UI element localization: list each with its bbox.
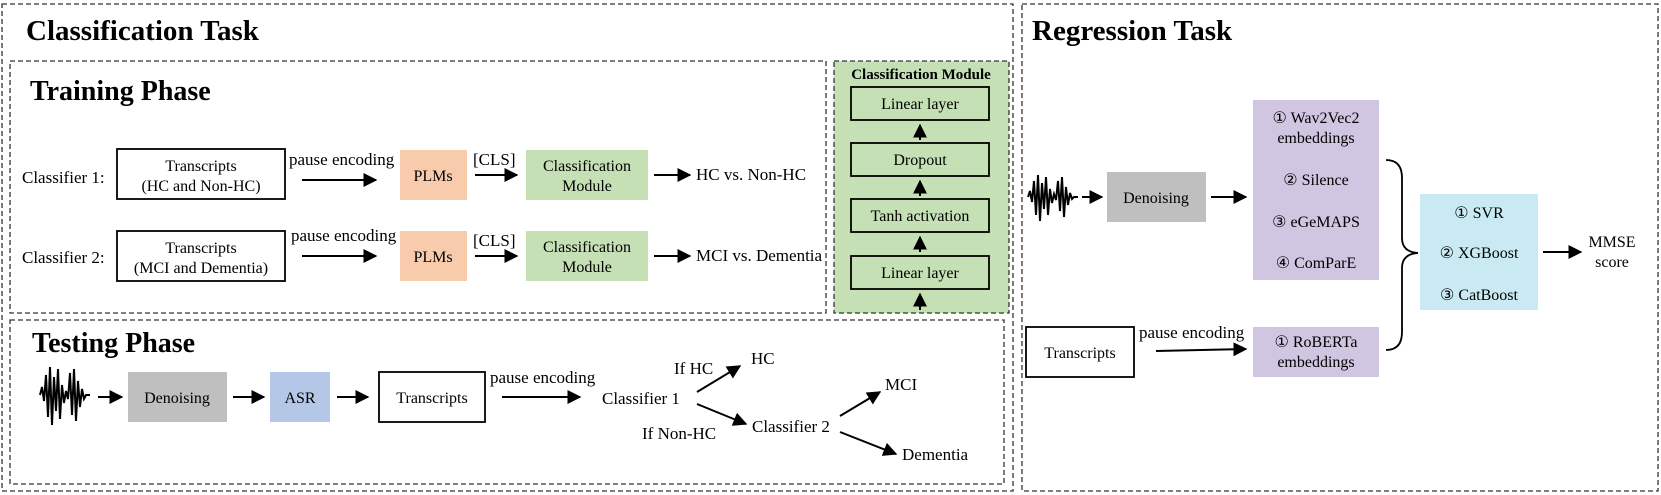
- transcripts-box-line-2: (HC and Non-HC): [141, 178, 260, 195]
- training-phase-title: Training Phase: [30, 76, 211, 107]
- dementia-node: Dementia: [902, 445, 969, 464]
- transcripts-label: Transcripts: [396, 390, 467, 407]
- training-row-classifier-1: Classifier 1: Transcripts (HC and Non-HC…: [22, 148, 806, 200]
- mci-node: MCI: [885, 375, 917, 394]
- classifier-1-label: Classifier 1:: [22, 168, 105, 187]
- transcripts-box-line-2: (MCI and Dementia): [134, 260, 268, 277]
- training-row-classifier-2: Classifier 2: Transcripts (MCI and Demen…: [22, 226, 823, 282]
- testing-phase-title: Testing Phase: [32, 328, 195, 359]
- pause-encoding-label: pause encoding: [490, 368, 596, 387]
- linear-layer-bottom: [850, 255, 990, 290]
- denoising-box: [128, 372, 227, 422]
- feature-wav2vec2: ① Wav2Vec2: [1273, 110, 1360, 127]
- classification-module-line-1: Classification: [543, 158, 631, 175]
- feature-silence: ② Silence: [1283, 172, 1348, 189]
- classification-module-panel-title: Classification Module: [851, 67, 991, 83]
- classifier-2-label: Classifier 2:: [22, 248, 105, 267]
- pause-encoding-label: pause encoding: [291, 226, 397, 245]
- classification-module-line-1: Classification: [543, 239, 631, 256]
- classifier-2-node: Classifier 2: [752, 417, 830, 436]
- if-hc-label: If HC: [674, 359, 713, 378]
- arrow: [696, 403, 748, 426]
- classification-module-line-2: Module: [562, 178, 612, 195]
- feature-compare: ④ ComParE: [1276, 255, 1357, 272]
- mmse-score-line-1: MMSE: [1588, 234, 1635, 251]
- transcripts-box: [1025, 326, 1135, 378]
- cls-token-label: [CLS]: [473, 231, 516, 250]
- denoising-box: [1107, 172, 1206, 222]
- tanh-activation-layer: [850, 198, 990, 233]
- hc-node: HC: [751, 349, 775, 368]
- roberta-embeddings-box: [1253, 327, 1379, 377]
- asr-box: [270, 372, 330, 422]
- arrow: [696, 365, 742, 393]
- transcripts-box-line-1: Transcripts: [165, 240, 236, 257]
- classification-task-title: Classification Task: [26, 15, 260, 47]
- arrow: [839, 391, 882, 417]
- roberta-label-line-2: embeddings: [1277, 354, 1354, 371]
- asr-label: ASR: [284, 390, 315, 407]
- denoising-label: Denoising: [144, 390, 210, 407]
- linear-layer-top-label: Linear layer: [881, 96, 959, 113]
- dropout-layer-label: Dropout: [893, 152, 947, 169]
- linear-layer-top: [850, 86, 990, 121]
- result-label: MCI vs. Dementia: [696, 246, 823, 265]
- model-catboost: ③ CatBoost: [1440, 287, 1518, 304]
- result-label: HC vs. Non-HC: [696, 165, 806, 184]
- regression-task-title: Regression Task: [1032, 15, 1233, 47]
- classification-module-line-2: Module: [562, 259, 612, 276]
- plms-box: [400, 150, 467, 200]
- transcripts-label: Transcripts: [1044, 345, 1115, 362]
- roberta-label-line-1: ① RoBERTa: [1275, 334, 1358, 351]
- transcripts-box: [378, 371, 486, 423]
- arrow: [1155, 342, 1248, 357]
- classification-module-panel: Classification Module Linear layer Dropo…: [833, 60, 1010, 314]
- waveform-icon: [1027, 174, 1078, 222]
- plms-label: PLMs: [413, 249, 452, 266]
- acoustic-features-box: [1253, 100, 1379, 280]
- model-svr: ① SVR: [1454, 205, 1504, 222]
- pause-encoding-label: pause encoding: [289, 150, 395, 169]
- transcripts-box: [116, 148, 286, 200]
- classifier-1-node: Classifier 1: [602, 389, 680, 408]
- plms-label: PLMs: [413, 168, 452, 185]
- feature-wav2vec2-embeddings: embeddings: [1277, 130, 1354, 147]
- classification-task-panel: [1, 3, 1014, 492]
- dropout-layer: [850, 142, 990, 177]
- if-non-hc-label: If Non-HC: [642, 424, 716, 443]
- mmse-score-line-2: score: [1595, 254, 1629, 271]
- training-phase-panel: [9, 60, 827, 314]
- transcripts-box: [116, 230, 286, 282]
- classification-module-box: [526, 231, 648, 281]
- tanh-activation-label: Tanh activation: [871, 208, 970, 225]
- merge-brace: [1385, 159, 1419, 351]
- transcripts-box-line-1: Transcripts: [165, 158, 236, 175]
- linear-layer-bottom-label: Linear layer: [881, 265, 959, 282]
- classification-module-box: [526, 150, 648, 200]
- waveform-icon: [39, 366, 90, 426]
- arrow: [839, 431, 898, 456]
- pause-encoding-label: pause encoding: [1139, 323, 1245, 342]
- model-xgboost: ② XGBoost: [1440, 245, 1519, 262]
- cls-token-label: [CLS]: [473, 150, 516, 169]
- plms-box: [400, 231, 467, 281]
- testing-phase-panel: [9, 319, 1005, 485]
- denoising-label: Denoising: [1123, 190, 1189, 207]
- regression-task-panel: [1021, 3, 1659, 492]
- feature-egemaps: ③ eGeMAPS: [1272, 214, 1360, 231]
- regression-models-box: [1420, 194, 1538, 310]
